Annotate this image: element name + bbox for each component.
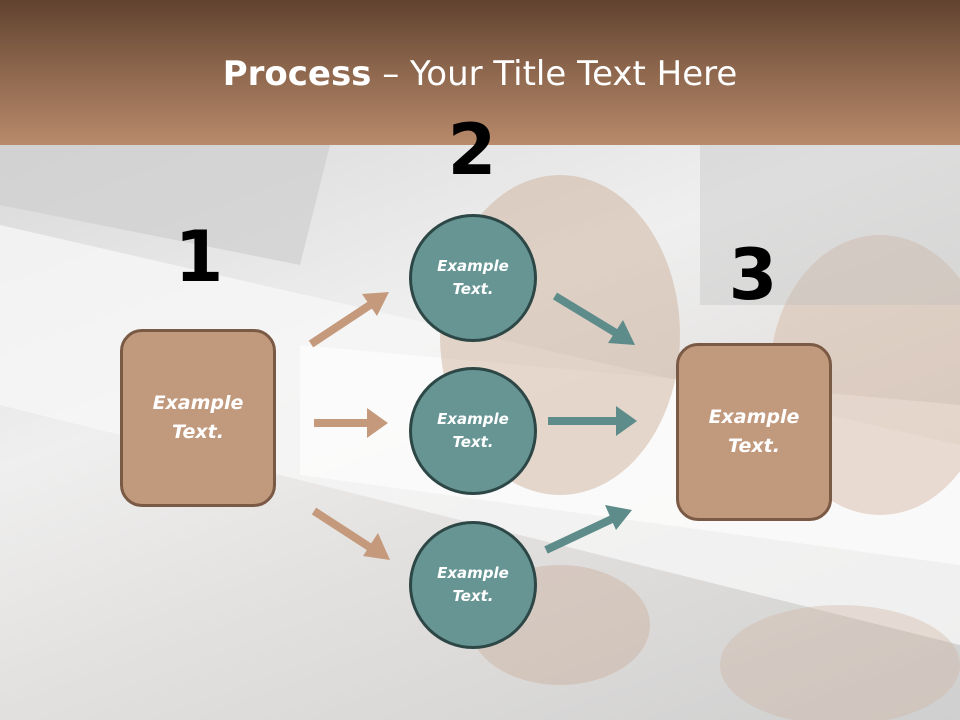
circle-top: Example Text. — [409, 214, 537, 342]
arrow-to-middle — [314, 408, 388, 438]
arrow-from-middle — [548, 406, 637, 436]
end-box-label: Example Text. — [708, 406, 800, 457]
slide-title: Process – Your Title Text Here — [0, 52, 960, 96]
circle-bottom-label: Example Text. — [437, 564, 509, 605]
title-bar: Process – Your Title Text Here — [0, 0, 960, 145]
circle-top-label: Example Text. — [437, 257, 509, 298]
title-bold: Process — [222, 54, 372, 94]
arrow-from-bottom — [544, 505, 632, 554]
end-box: Example Text. — [676, 343, 832, 521]
circle-middle-label: Example Text. — [437, 410, 509, 451]
step-number-2: 2 — [447, 109, 497, 191]
circle-bottom: Example Text. — [409, 521, 537, 649]
title-rest: – Your Title Text Here — [371, 54, 738, 94]
circle-middle: Example Text. — [409, 367, 537, 495]
arrow-from-top — [552, 292, 635, 345]
arrow-to-bottom — [311, 507, 390, 560]
step-number-3: 3 — [728, 234, 778, 316]
start-box: Example Text. — [120, 329, 276, 507]
arrow-to-top — [308, 292, 389, 348]
step-number-1: 1 — [174, 216, 224, 298]
start-box-label: Example Text. — [152, 392, 244, 443]
